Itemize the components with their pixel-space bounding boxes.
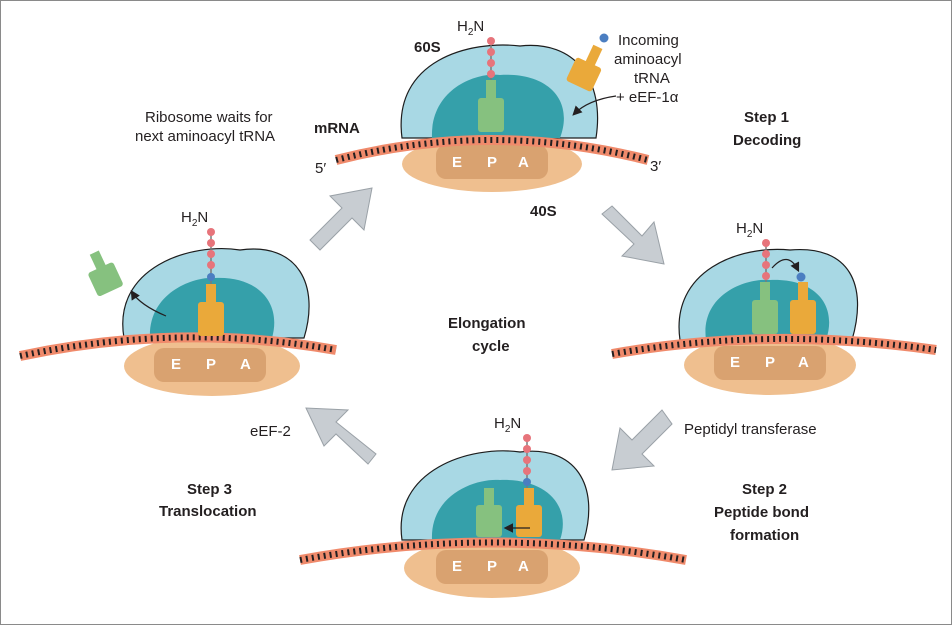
trna-moving-orange xyxy=(516,488,542,537)
trna-moving-green xyxy=(476,488,502,537)
ribosome-bottom xyxy=(299,434,687,598)
trna-peptidyl-p-site xyxy=(478,80,504,132)
ribosome-left xyxy=(18,228,337,396)
site-p-top: P xyxy=(487,154,497,171)
site-p-right: P xyxy=(765,354,775,371)
label-40s: 40S xyxy=(530,203,557,220)
site-a-right: A xyxy=(798,354,809,371)
label-step2-line3: formation xyxy=(730,527,799,544)
label-5-prime: 5′ xyxy=(315,160,326,177)
nascent-peptide-chain xyxy=(207,228,215,284)
site-a-top: A xyxy=(518,154,529,171)
site-p-bottom: P xyxy=(487,558,497,575)
label-incoming-line1: Incoming xyxy=(618,32,679,49)
label-step1-name: Decoding xyxy=(733,132,801,149)
amino-terminus-top: H2N xyxy=(457,18,484,38)
label-step2-line2: Peptide bond xyxy=(714,504,809,521)
label-step3-title: Step 3 xyxy=(187,481,232,498)
exit-arrow xyxy=(130,289,167,317)
small-subunit-core xyxy=(154,348,266,382)
nascent-peptide-chain xyxy=(523,434,531,488)
released-trna xyxy=(88,250,123,297)
cycle-arrow-to-bottom xyxy=(611,409,673,471)
label-incoming-line2: aminoacyl xyxy=(614,51,682,68)
site-e-bottom: E xyxy=(452,558,462,575)
small-subunit-core xyxy=(436,550,548,584)
mrna-ticks xyxy=(611,335,937,357)
cycle-arrow-to-top xyxy=(309,187,373,251)
trna-p-site-orange xyxy=(198,284,224,336)
label-mrna: mRNA xyxy=(314,120,360,137)
label-step2-title: Step 2 xyxy=(742,481,787,498)
site-e-top: E xyxy=(452,154,462,171)
label-60s: 60S xyxy=(414,39,441,56)
trna-p-site xyxy=(752,282,778,334)
label-eef2: eEF-2 xyxy=(250,423,291,440)
transfer-arrow xyxy=(771,258,800,273)
label-step3-name: Translocation xyxy=(159,503,257,520)
label-incoming-line4: + eEF-1α xyxy=(616,89,679,106)
site-e-left: E xyxy=(171,356,181,373)
amino-terminus-left: H2N xyxy=(181,209,208,229)
label-center-line1: Elongation xyxy=(448,315,526,332)
label-3-prime: 3′ xyxy=(650,158,661,175)
cycle-arrow-to-right xyxy=(601,205,665,265)
trna-a-site xyxy=(790,282,816,334)
small-subunit-core xyxy=(436,145,548,179)
site-a-left: A xyxy=(240,356,251,373)
label-center-line2: cycle xyxy=(472,338,510,355)
label-incoming-line3: tRNA xyxy=(634,70,670,87)
ribosome-top xyxy=(334,33,650,192)
mrna-ticks xyxy=(335,137,649,163)
label-waits-line1: Ribosome waits for xyxy=(145,109,273,126)
binding-arrow xyxy=(572,95,617,116)
label-step1-title: Step 1 xyxy=(744,109,789,126)
label-peptidyl-transferase: Peptidyl transferase xyxy=(684,421,817,438)
a-site-amino-acid xyxy=(796,272,806,282)
amino-terminus-bottom: H2N xyxy=(494,415,521,435)
cycle-arrow-to-left xyxy=(305,407,377,465)
ribosome-right xyxy=(611,239,937,395)
mrna-ticks xyxy=(19,334,337,359)
small-subunit-core xyxy=(714,346,826,380)
mrna-ticks xyxy=(299,539,687,563)
site-p-left: P xyxy=(206,356,216,373)
nascent-peptide-chain xyxy=(487,37,495,80)
incoming-amino-acid xyxy=(599,33,609,43)
amino-terminus-right: H2N xyxy=(736,220,763,240)
site-e-right: E xyxy=(730,354,740,371)
incoming-aminoacyl-trna xyxy=(566,44,603,92)
nascent-peptide-chain xyxy=(762,239,770,282)
site-a-bottom: A xyxy=(518,558,529,575)
label-waits-line2: next aminoacyl tRNA xyxy=(135,128,275,145)
